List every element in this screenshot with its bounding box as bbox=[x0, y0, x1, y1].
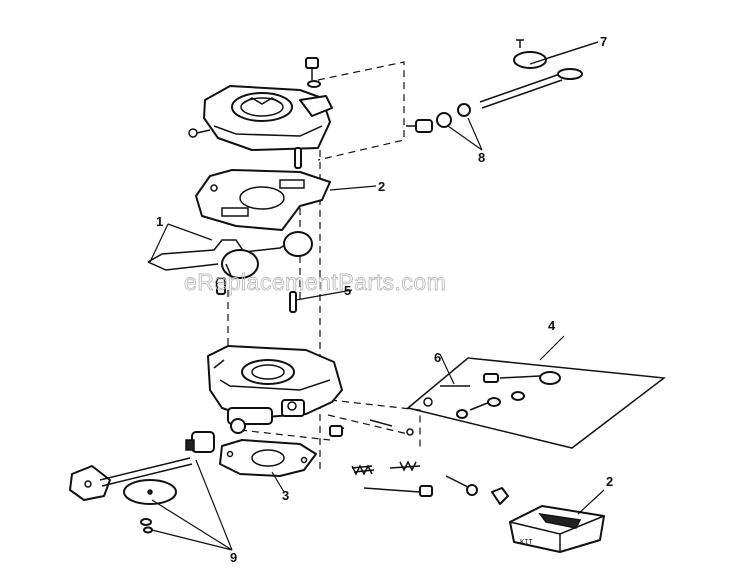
float-assembly bbox=[147, 231, 313, 295]
kit-box-label: KIT bbox=[520, 539, 533, 547]
gasket-lower bbox=[219, 439, 317, 477]
callout-6: 6 bbox=[434, 350, 441, 365]
throttle-body bbox=[188, 85, 333, 151]
pin-5 bbox=[289, 291, 297, 313]
callout-4: 4 bbox=[548, 318, 556, 333]
callout-7: 7 bbox=[600, 34, 607, 49]
choke-shaft-parts bbox=[69, 431, 215, 534]
pin-upper bbox=[294, 147, 302, 169]
callout-1: 1 bbox=[156, 214, 163, 229]
callout-3: 3 bbox=[282, 488, 289, 503]
callout-2-gasket: 2 bbox=[378, 179, 385, 194]
watermark: eReplacementParts.com bbox=[184, 269, 446, 295]
adjusting-screws bbox=[329, 419, 509, 505]
gasket-kit-box: KIT bbox=[509, 505, 605, 553]
callout-leaders bbox=[149, 41, 605, 551]
throttle-top-screw bbox=[305, 57, 321, 88]
choke-plate-group bbox=[479, 39, 583, 109]
callout-8: 8 bbox=[478, 150, 485, 165]
carburetor-main-body bbox=[207, 345, 343, 434]
callout-5: 5 bbox=[344, 283, 351, 298]
gasket-upper bbox=[195, 169, 331, 231]
choke-shaft-washers bbox=[406, 103, 471, 133]
callout-9: 9 bbox=[230, 550, 237, 565]
assembly-guide-lines bbox=[227, 61, 421, 470]
callout-2-kit: 2 bbox=[606, 474, 613, 489]
gasket-kit-outline bbox=[406, 357, 666, 449]
